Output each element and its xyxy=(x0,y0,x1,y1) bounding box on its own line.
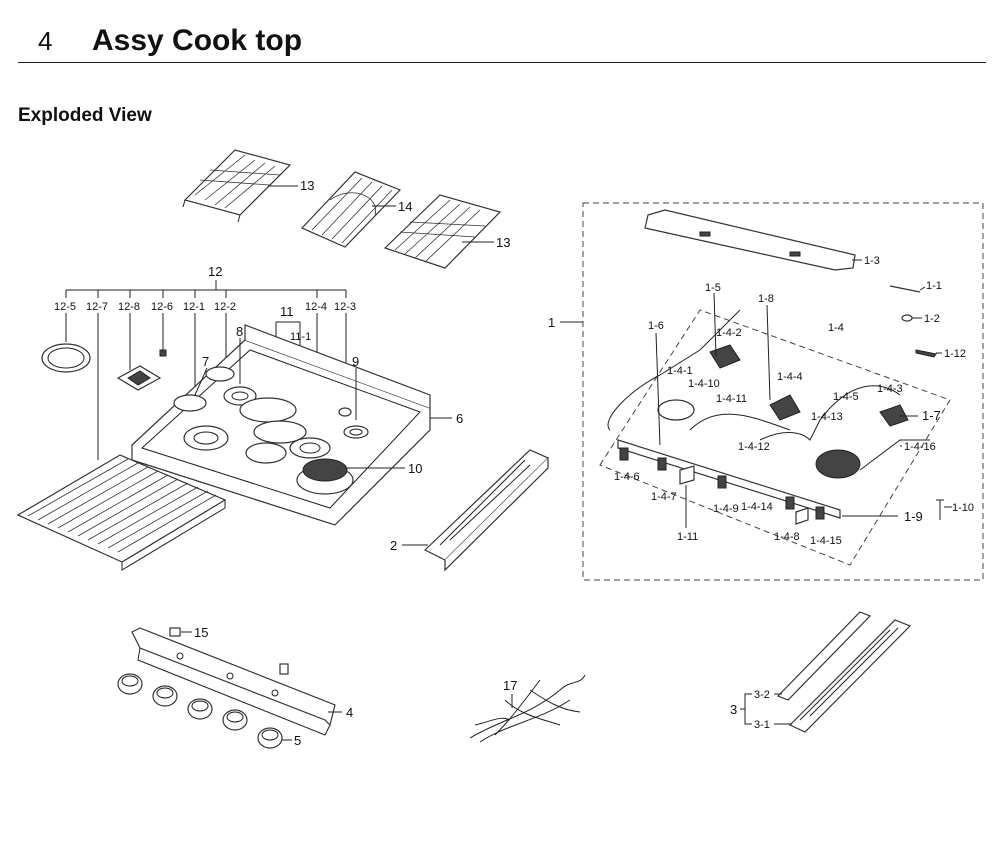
callout-1-4-11: 1-4-11 xyxy=(716,393,747,405)
gas-manifold xyxy=(607,309,930,519)
callout-13-left: 13 xyxy=(300,178,314,193)
callout-1-4-4: 1-4-4 xyxy=(777,371,803,383)
callout-15: 15 xyxy=(194,625,208,640)
title-rule xyxy=(18,62,986,63)
grate-left xyxy=(182,149,292,223)
cooktop-panel xyxy=(131,324,431,526)
section-subtitle: Exploded View xyxy=(18,105,152,126)
assembly-1-box xyxy=(582,202,984,581)
callout-2: 2 xyxy=(390,538,397,553)
part-1-4-8 xyxy=(795,507,809,525)
part-1-11 xyxy=(679,465,695,485)
callout-1-5: 1-5 xyxy=(705,282,721,294)
callout-5: 5 xyxy=(294,733,301,748)
callout-1-4-10: 1-4-10 xyxy=(688,378,720,390)
callout-1: 1 xyxy=(548,315,555,330)
part-1-4-4 xyxy=(769,394,801,421)
part-1-4-3 xyxy=(879,404,909,427)
part-12-6 xyxy=(159,349,167,357)
oven-rack xyxy=(16,454,227,571)
callout-12-2: 12-2 xyxy=(214,301,236,313)
callout-12: 12 xyxy=(208,264,222,279)
callout-1-9: 1-9 xyxy=(904,509,923,524)
callout-1-3: 1-3 xyxy=(864,255,880,267)
callout-3-2: 3-2 xyxy=(754,689,770,701)
callout-8: 8 xyxy=(236,324,243,339)
part-1-12 xyxy=(915,349,937,358)
callout-1-4-15: 1-4-15 xyxy=(810,535,842,547)
callout-10: 10 xyxy=(408,461,422,476)
callout-12-7: 12-7 xyxy=(86,301,108,313)
part-12-8-plate xyxy=(116,365,162,391)
callout-1-11: 1-11 xyxy=(677,531,698,543)
valve-set xyxy=(619,447,825,520)
callout-12-3: 12-3 xyxy=(334,301,356,313)
callout-14: 14 xyxy=(398,199,412,214)
callout-3-1: 3-1 xyxy=(754,719,770,731)
part-1-10 xyxy=(936,499,944,520)
callout-1-7: 1-7 xyxy=(922,408,941,423)
callout-1-6: 1-6 xyxy=(648,320,664,332)
callout-1-4: 1-4 xyxy=(828,322,844,334)
callout-1-4-12: 1-4-12 xyxy=(738,441,770,453)
callout-12-1: 12-1 xyxy=(183,301,205,313)
callout-9: 9 xyxy=(352,354,359,369)
page-title: Assy Cook top xyxy=(92,24,303,57)
callout-1-10: 1-10 xyxy=(952,502,974,514)
callout-1-12: 1-12 xyxy=(944,348,966,360)
part-12-5-ring xyxy=(41,343,91,373)
callout-1-4-7: 1-4-7 xyxy=(651,491,677,503)
grate-right xyxy=(383,194,502,269)
callout-3: 3 xyxy=(730,702,737,717)
grate-center xyxy=(300,171,402,248)
part-15 xyxy=(169,627,181,637)
part-1-3-bracket xyxy=(644,209,856,271)
callout-6: 6 xyxy=(456,411,463,426)
callout-1-1: 1-1 xyxy=(926,280,942,292)
part-1-1 xyxy=(889,285,921,293)
knob-set xyxy=(117,673,283,749)
callout-12-5: 12-5 xyxy=(54,301,76,313)
section-number: 4 xyxy=(38,26,53,56)
callout-11: 11 xyxy=(280,304,294,319)
callout-12-4: 12-4 xyxy=(305,301,327,313)
callout-1-4-2: 1-4-2 xyxy=(716,327,742,339)
side-rail-3-1 xyxy=(788,619,912,733)
callout-13-right: 13 xyxy=(496,235,510,250)
wire-harness xyxy=(469,674,586,743)
callout-1-4-8: 1-4-8 xyxy=(774,531,800,543)
callout-4: 4 xyxy=(346,705,353,720)
part-2-bar xyxy=(423,449,550,572)
callout-12-8: 12-8 xyxy=(118,301,140,313)
callout-7: 7 xyxy=(202,354,209,369)
callout-12-6: 12-6 xyxy=(151,301,173,313)
side-rail-3-2 xyxy=(776,611,872,701)
burner-1-4-5 xyxy=(815,449,861,479)
callout-1-4-14: 1-4-14 xyxy=(741,501,773,513)
callout-17: 17 xyxy=(503,678,517,693)
callout-1-4-1: 1-4-1 xyxy=(667,365,693,377)
callout-1-4-5: 1-4-5 xyxy=(833,391,859,403)
burner-1-4-1 xyxy=(657,399,695,421)
callout-1-4-3: 1-4-3 xyxy=(877,383,903,395)
part-15-clip xyxy=(279,663,289,675)
part-1-2 xyxy=(901,314,913,322)
callout-11-1: 11-1 xyxy=(290,331,311,343)
part-1-4-2 xyxy=(709,344,741,369)
callout-1-4-6: 1-4-6 xyxy=(614,471,640,483)
callout-1-4-16: 1-4-16 xyxy=(904,441,936,453)
callout-1-4-13: 1-4-13 xyxy=(811,411,843,423)
callout-1-2: 1-2 xyxy=(924,313,940,325)
control-panel-bracket xyxy=(131,627,336,736)
callout-1-4-9: 1-4-9 xyxy=(713,503,739,515)
callout-1-8: 1-8 xyxy=(758,293,774,305)
